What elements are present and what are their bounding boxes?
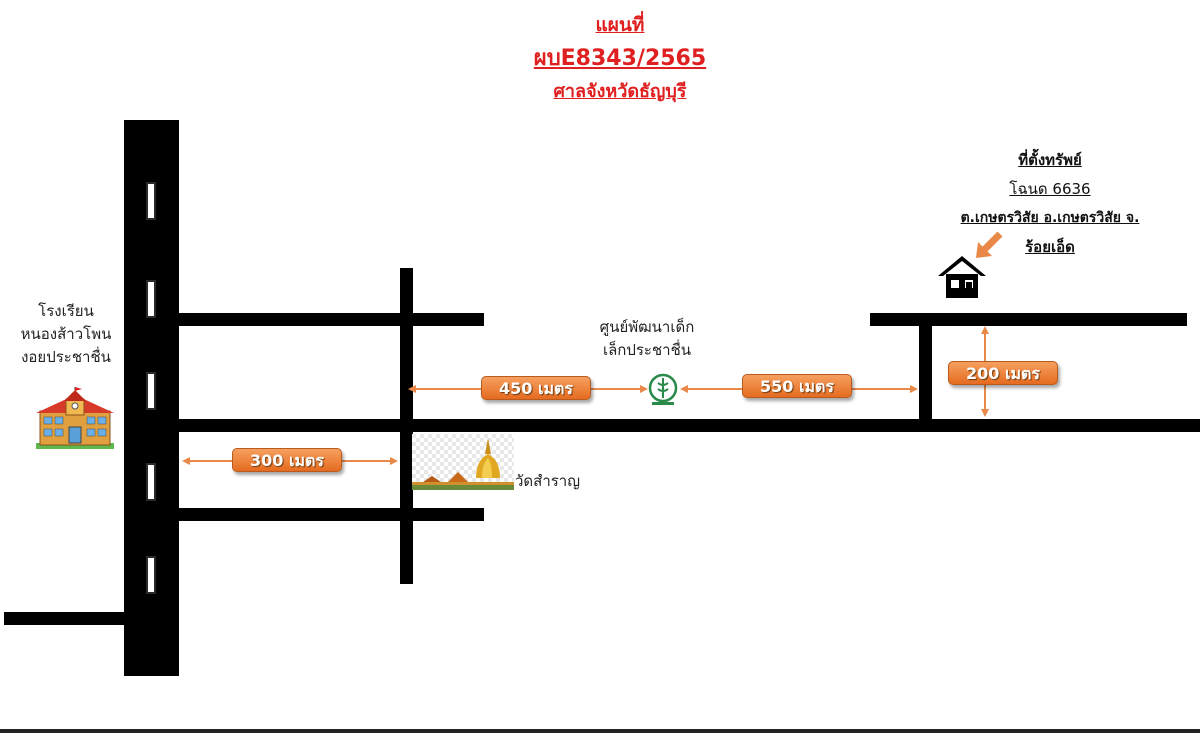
temple-icon [412, 434, 514, 490]
pointer-arrow-icon [976, 231, 1003, 258]
child-center-line-1: ศูนย์พัฒนาเด็ก [599, 318, 695, 336]
cross-road-vertical [400, 268, 413, 584]
bottom-border [0, 729, 1200, 733]
case-number: ผบE8343/2565 [533, 46, 707, 71]
property-deed: โฉนด 6636 [1009, 180, 1091, 198]
road-marking [146, 556, 156, 594]
school-label: โรงเรียน หนองส้าวโพน งอยประชาชื่น [6, 300, 126, 369]
road-marking [146, 372, 156, 410]
property-address-1: ต.เกษตรวิสัย อ.เกษตรวิสัย จ. [960, 210, 1140, 226]
side-road-left [4, 612, 126, 625]
main-horizontal-road [179, 419, 1200, 432]
property-connector-road [919, 313, 932, 425]
child-center-line-2: เล็กประชาชื่น [602, 341, 692, 359]
distance-label-550: 550 เมตร [742, 374, 852, 398]
court-name: ศาลจังหวัดธัญบุรี [553, 81, 687, 102]
school-name-line-3: งอยประชาชื่น [21, 348, 111, 366]
property-info: ที่ตั้งทรัพย์ โฉนด 6636 ต.เกษตรวิสัย อ.เ… [930, 146, 1170, 262]
school-icon [36, 387, 114, 449]
school-name-line-2: หนองส้าวโพน [20, 325, 112, 343]
property-address-2: ร้อยเอ็ด [1025, 238, 1075, 256]
house-icon [938, 256, 986, 298]
health-ministry-logo-icon [648, 373, 678, 405]
road-marking [146, 463, 156, 501]
temple-label: วัดสำราญ [515, 472, 581, 490]
road-marking [146, 280, 156, 318]
school-name-line-1: โรงเรียน [38, 302, 94, 320]
map-title: แผนที่ [595, 14, 645, 36]
distance-label-300: 300 เมตร [232, 448, 342, 472]
child-center-label: ศูนย์พัฒนาเด็ก เล็กประชาชื่น [572, 316, 722, 362]
property-road [870, 313, 1187, 326]
distance-label-450: 450 เมตร [481, 376, 591, 400]
distance-label-200: 200 เมตร [948, 361, 1058, 385]
property-title: ที่ตั้งทรัพย์ [1018, 151, 1082, 169]
road-marking [146, 182, 156, 220]
